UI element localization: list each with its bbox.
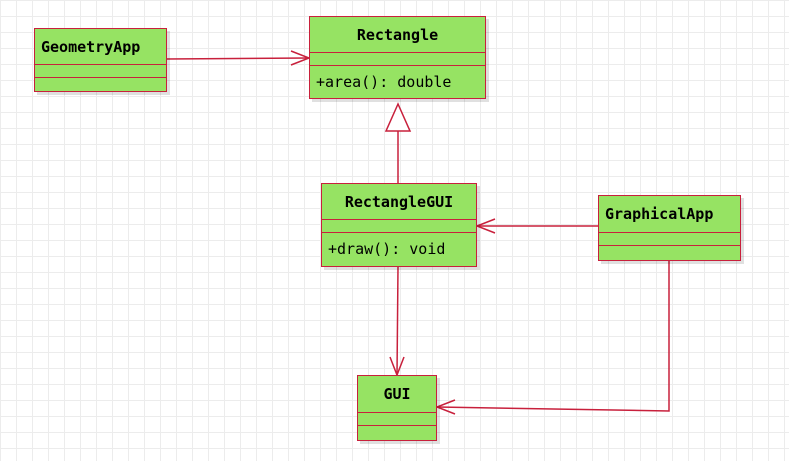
attributes-section — [35, 65, 166, 78]
class-name: GUI — [358, 376, 436, 413]
methods-section — [358, 426, 436, 439]
association-graphicalapp-gui — [434, 261, 670, 415]
methods-section — [599, 246, 740, 259]
attributes-section — [358, 413, 436, 426]
association-graphicalapp-rectanglegui — [474, 218, 598, 234]
method-area: +area(): double — [316, 72, 452, 91]
class-graphical-app[interactable]: GraphicalApp — [598, 195, 741, 261]
attributes-section — [322, 220, 476, 233]
methods-section — [35, 78, 166, 90]
attributes-section — [599, 233, 740, 246]
class-gui[interactable]: GUI — [357, 375, 437, 441]
class-rectangle-gui[interactable]: RectangleGUI +draw(): void — [321, 183, 477, 267]
association-geometryapp-rectangle — [165, 50, 312, 66]
class-name: GraphicalApp — [599, 196, 740, 233]
method-draw: +draw(): void — [328, 240, 446, 258]
generalization-rectanglegui-rectangle — [384, 102, 412, 183]
class-name: GeometryApp — [35, 29, 166, 65]
class-rectangle[interactable]: Rectangle +area(): double — [309, 16, 486, 99]
class-geometry-app[interactable]: GeometryApp — [34, 28, 167, 92]
association-rectanglegui-gui — [389, 266, 405, 378]
attributes-section — [310, 53, 485, 66]
class-name: RectangleGUI — [322, 184, 476, 220]
class-name: Rectangle — [310, 17, 485, 53]
